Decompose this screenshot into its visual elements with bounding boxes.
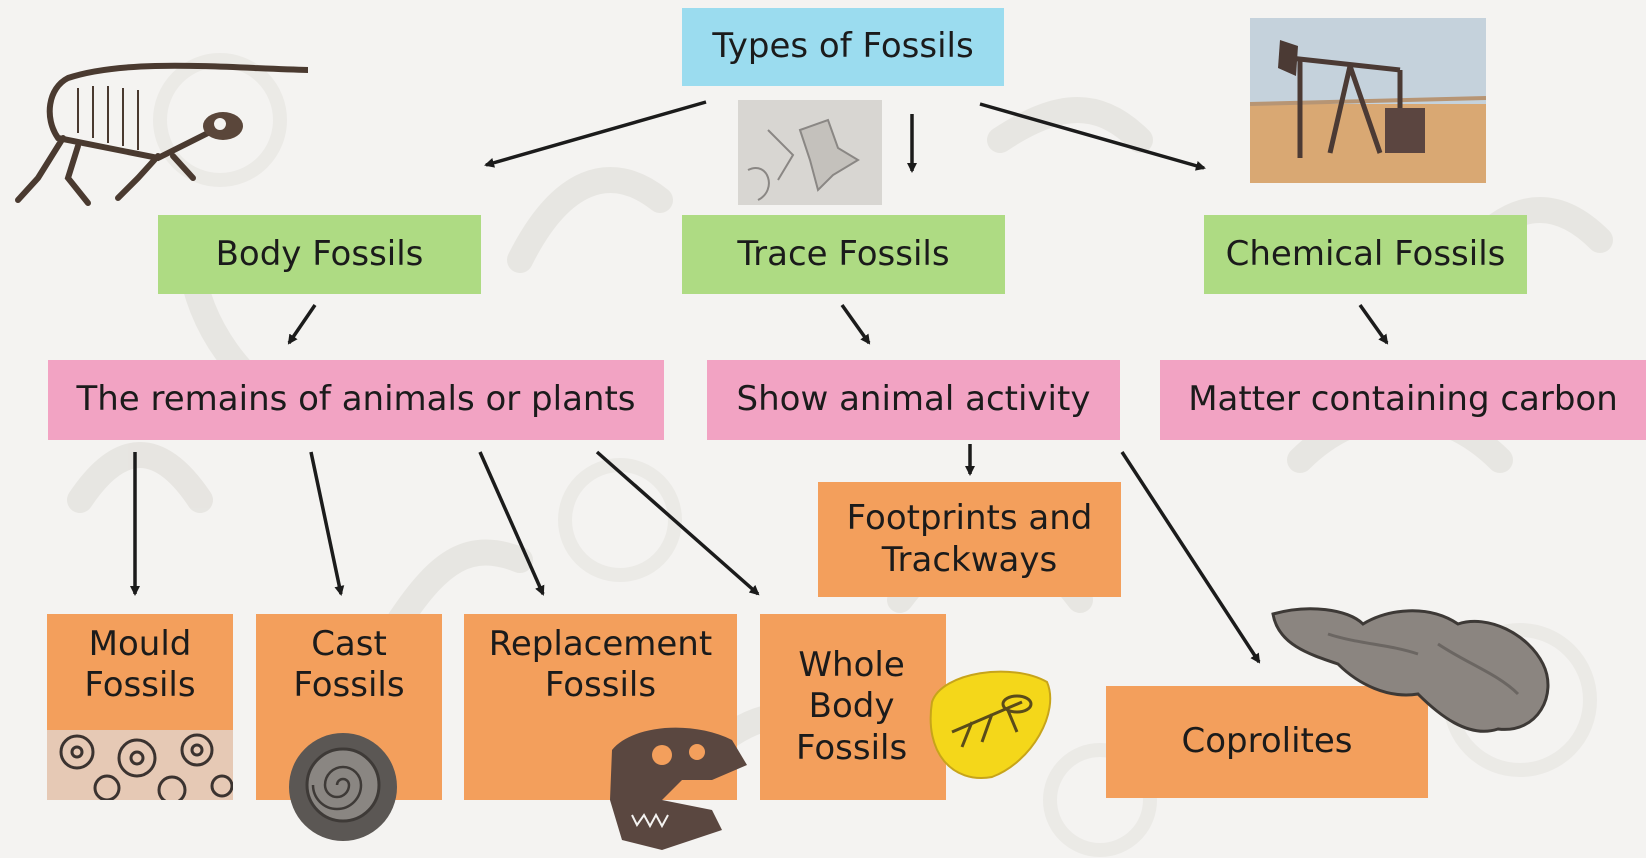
ammonite-icon	[286, 730, 401, 845]
trace-description-text: Show animal activity	[737, 379, 1091, 420]
cast-line-1: Cast	[293, 624, 404, 665]
fossil-footprint-icon	[738, 100, 882, 205]
cast-line-2: Fossils	[293, 665, 404, 706]
trace-fossils-label: Trace Fossils	[737, 234, 949, 275]
amber-insect-icon	[922, 662, 1057, 784]
whole-body-line-1: Whole	[796, 645, 907, 686]
mould-line-2: Fossils	[84, 665, 195, 706]
chemical-description-text: Matter containing carbon	[1188, 379, 1618, 420]
mould-line-1: Mould	[84, 624, 195, 665]
whole-body-fossils-box: Whole Body Fossils	[760, 614, 946, 800]
body-description-text: The remains of animals or plants	[76, 379, 635, 420]
mould-fossils-box: Mould Fossils	[47, 614, 233, 730]
oil-pump-icon	[1250, 18, 1486, 183]
chemical-fossils-box: Chemical Fossils	[1204, 215, 1527, 294]
footprints-line-1: Footprints and	[847, 498, 1093, 539]
trace-fossils-description: Show animal activity	[707, 360, 1120, 440]
replacement-line-1: Replacement	[489, 624, 712, 665]
body-fossils-box: Body Fossils	[158, 215, 481, 294]
title-text: Types of Fossils	[712, 26, 973, 67]
whole-body-line-2: Body	[796, 686, 907, 727]
coral-fossil-icon	[47, 730, 233, 800]
dinosaur-skeleton-icon	[8, 28, 308, 208]
body-fossils-label: Body Fossils	[216, 234, 424, 275]
dinosaur-skull-icon	[602, 720, 752, 858]
body-fossils-description: The remains of animals or plants	[48, 360, 664, 440]
whole-body-line-3: Fossils	[796, 728, 907, 769]
chemical-fossils-label: Chemical Fossils	[1226, 234, 1506, 275]
footprints-line-2: Trackways	[847, 540, 1093, 581]
replacement-line-2: Fossils	[489, 665, 712, 706]
coprolite-icon	[1268, 604, 1558, 744]
chemical-fossils-description: Matter containing carbon	[1160, 360, 1646, 440]
trace-fossils-box: Trace Fossils	[682, 215, 1005, 294]
footprints-box: Footprints and Trackways	[818, 482, 1121, 597]
title-box: Types of Fossils	[682, 8, 1004, 86]
